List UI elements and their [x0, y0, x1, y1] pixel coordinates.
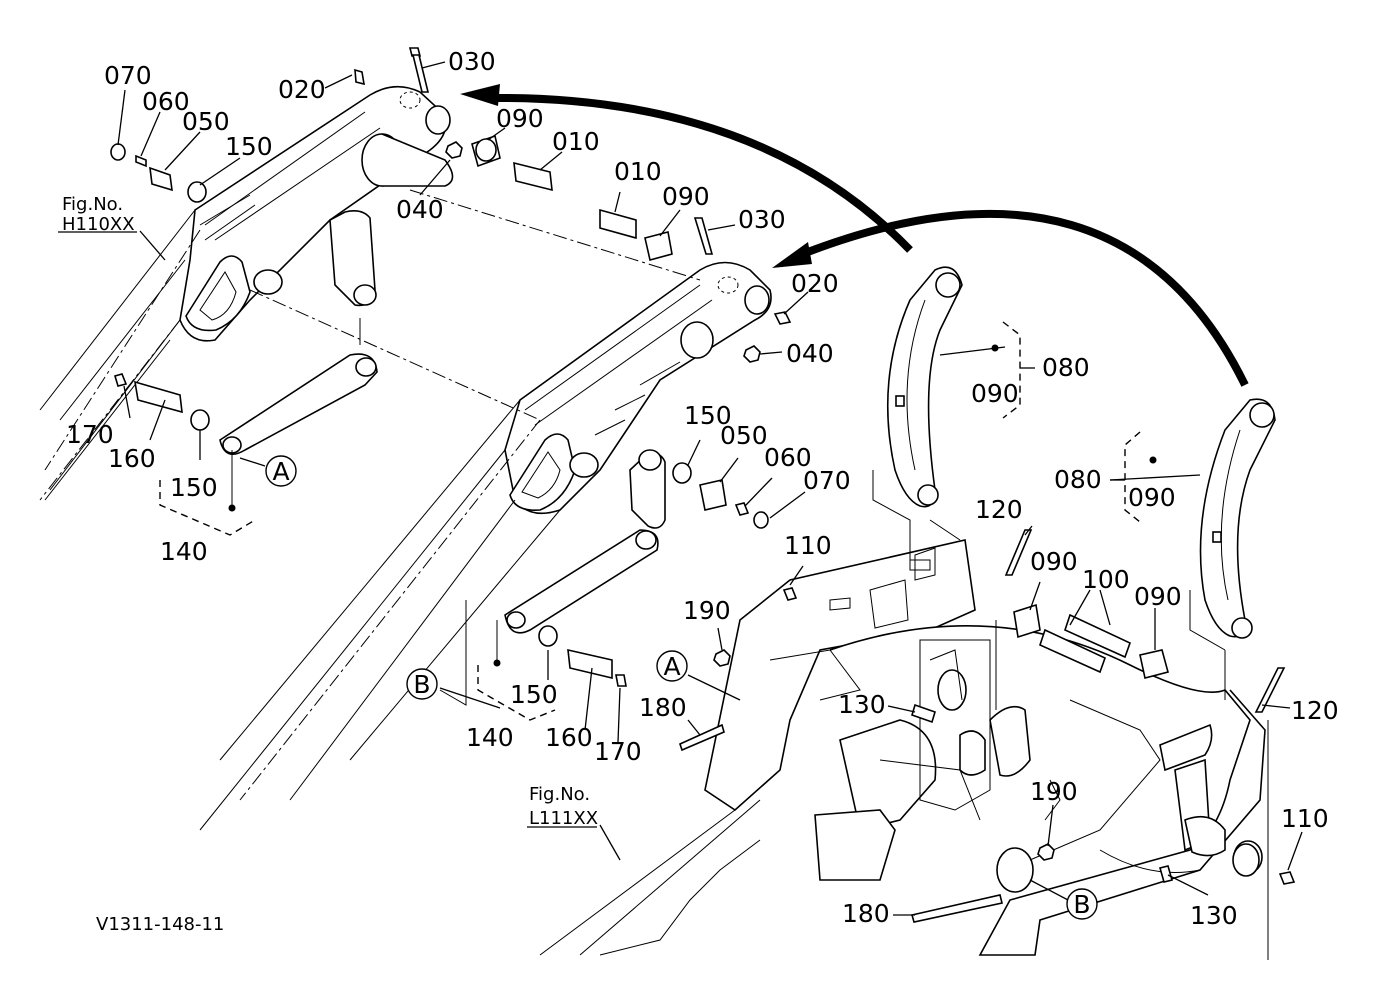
assembly-arrow-2 [772, 209, 1249, 387]
bracket-140-center [477, 665, 556, 721]
callout-a-upper: A [265, 455, 297, 487]
bracket-080-left [1002, 321, 1021, 419]
callout-b-left: B [406, 668, 438, 700]
part-label: 090 [1134, 582, 1182, 611]
figure-ref-h110xx: Fig.No. H110XX [62, 194, 135, 235]
svg-text:B: B [1073, 890, 1090, 919]
part-label: 030 [448, 47, 496, 76]
part-label: 130 [1190, 901, 1238, 930]
part-label: 060 [764, 443, 812, 472]
part-label: 070 [104, 61, 152, 90]
part-label: 010 [552, 127, 600, 156]
left-boom-arm [179, 85, 454, 342]
part-label: 080 [1054, 465, 1102, 494]
part-labels: 070 060 050 150 020 030 090 010 040 010 … [66, 47, 1339, 930]
part-label: 160 [108, 444, 156, 473]
part-label: 070 [803, 466, 851, 495]
assembly-arrow-1 [460, 84, 913, 253]
part-label: 090 [971, 379, 1019, 408]
part-label: 130 [838, 690, 886, 719]
part-label: 180 [842, 899, 890, 928]
part-label: 040 [786, 339, 834, 368]
svg-text:A: A [272, 457, 289, 486]
part-label: 010 [614, 157, 662, 186]
loader-frame [539, 539, 1266, 956]
part-label: 050 [720, 421, 768, 450]
part-label: 190 [683, 596, 731, 625]
upper-left-pin-group [110, 47, 553, 203]
part-label: 150 [225, 132, 273, 161]
center-lower-pin-group [504, 462, 769, 687]
part-label: 100 [1082, 565, 1130, 594]
part-label: 090 [662, 182, 710, 211]
part-label: 170 [594, 737, 642, 766]
part-label: 150 [510, 680, 558, 709]
svg-text:H110XX: H110XX [62, 214, 135, 235]
arm-080-left [886, 266, 963, 508]
part-label: 120 [1291, 696, 1339, 725]
svg-text:L111XX: L111XX [529, 808, 598, 829]
center-boom-arm [504, 261, 772, 529]
part-label: 090 [1030, 547, 1078, 576]
lower-left-pin-group [114, 353, 378, 456]
part-label: 180 [639, 693, 687, 722]
part-label: 040 [396, 195, 444, 224]
part-label: 090 [496, 104, 544, 133]
part-label: 050 [182, 107, 230, 136]
part-label: 160 [545, 723, 593, 752]
part-label: 030 [738, 205, 786, 234]
arm-080-right [1199, 398, 1276, 639]
part-label: 060 [142, 87, 190, 116]
part-label: 170 [66, 420, 114, 449]
part-label: 110 [784, 531, 832, 560]
part-label: 150 [684, 401, 732, 430]
part-label: 080 [1042, 353, 1090, 382]
part-label: 110 [1281, 804, 1329, 833]
part-label: 140 [160, 537, 208, 566]
right-pin-group [679, 529, 1296, 923]
part-label: 120 [975, 495, 1023, 524]
part-label: 150 [170, 473, 218, 502]
part-label: 190 [1030, 777, 1078, 806]
figure-ref-l111xx: Fig.No. L111XX [529, 784, 598, 829]
part-label: 140 [466, 723, 514, 752]
svg-text:A: A [663, 652, 680, 681]
callout-a-lower: A [656, 650, 688, 682]
callout-b-lower: B [1066, 888, 1098, 920]
center-pin-group [599, 208, 792, 363]
leader-lines [58, 61, 1303, 916]
part-label: 090 [1128, 483, 1176, 512]
part-label: 020 [791, 269, 839, 298]
svg-text:B: B [413, 670, 430, 699]
part-label: 020 [278, 75, 326, 104]
svg-text:Fig.No.: Fig.No. [62, 194, 123, 215]
bracket-080-right [1124, 431, 1141, 523]
bracket-140-left [159, 480, 256, 536]
diagram-code: V1311-148-11 [96, 914, 224, 935]
svg-text:Fig.No.: Fig.No. [529, 784, 590, 805]
